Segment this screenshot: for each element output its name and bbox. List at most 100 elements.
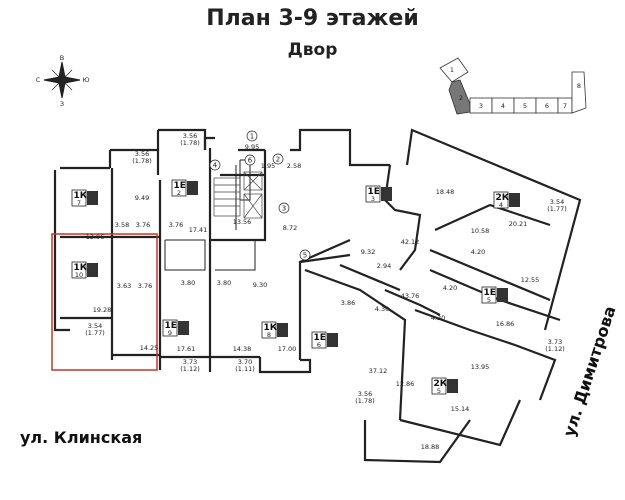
- walls: [53, 128, 582, 464]
- room-area-label: 19.28: [93, 306, 112, 314]
- room-area-label: 9.32: [361, 248, 375, 256]
- room-area-label: 3.73(1.12): [180, 358, 200, 373]
- apartment-badge[interactable]: 1Е2: [171, 179, 198, 197]
- room-area-label: 17.61: [177, 345, 196, 353]
- room-area-label: 18.48: [436, 188, 455, 196]
- room-marker-label: 2: [276, 156, 280, 164]
- room-area-label: 2.58: [287, 162, 301, 170]
- room-area-label: 1.95: [261, 162, 275, 170]
- room-area-label: 3.86: [341, 299, 355, 307]
- room-area-label: 3.56(1.78): [355, 390, 375, 405]
- room-area-label: 18.88: [421, 443, 440, 451]
- apartment-type: 1Е: [174, 181, 186, 191]
- room-area-label: 4.20: [431, 314, 445, 322]
- room-area-label: 4.20: [443, 284, 457, 292]
- room-area-label: 17.41: [189, 226, 208, 234]
- room-area-label: 3.73(1.12): [545, 338, 565, 353]
- apartment-badge[interactable]: 1Е9: [162, 319, 189, 337]
- room-marker-label: 6: [248, 157, 253, 165]
- page-subtitle: Двор: [287, 40, 338, 60]
- apartment-area-table: [327, 333, 338, 347]
- apartment-number: 7: [77, 199, 81, 207]
- apartment-badge[interactable]: 1Е3: [365, 185, 392, 203]
- room-area-label: 9.30: [253, 281, 267, 289]
- key-plan: 1 2 3 4 5 6 7 8: [439, 57, 587, 115]
- room-area-label: 13.56: [233, 218, 252, 226]
- apartment-area-table: [381, 187, 392, 201]
- apartment-badge[interactable]: 1Е5: [481, 286, 508, 304]
- apartment-number: 9: [168, 329, 172, 337]
- key-section: 5: [523, 102, 527, 110]
- compass-east: Ю: [82, 76, 89, 84]
- room-area-label: 4.30: [375, 305, 389, 313]
- apartment-area-table: [87, 191, 98, 205]
- room-marker-label: 4: [213, 162, 218, 170]
- room-area-label: 42.12: [401, 238, 420, 246]
- apartment-badge[interactable]: 1К7: [71, 189, 98, 207]
- apartment-type: 1Е: [484, 288, 496, 298]
- apartment-type: 1Е: [165, 321, 177, 331]
- compass-north: В: [60, 54, 64, 62]
- street-label-left: ул. Клинская: [20, 428, 143, 447]
- room-marker: 6: [244, 154, 256, 166]
- apartment-badge[interactable]: 1К8: [261, 321, 288, 339]
- apartment-badge[interactable]: 1Е6: [311, 331, 338, 349]
- apartment-number: 6: [317, 341, 321, 349]
- apartment-number: 5: [437, 387, 441, 395]
- apartment-area-table: [178, 321, 189, 335]
- room-area-label: 20.21: [509, 220, 528, 228]
- room-area-label: 14.25: [140, 344, 159, 352]
- room-area-label: 3.54(1.77): [547, 198, 567, 213]
- room-area-label: 3.80: [217, 279, 231, 287]
- page-title: План 3-9 этажей: [206, 6, 419, 31]
- room-area-label: 3.58: [115, 221, 129, 229]
- room-marker: 3: [278, 202, 290, 214]
- compass-west: С: [36, 76, 41, 84]
- apartment-number: 8: [267, 331, 271, 339]
- room-marker: 5: [299, 249, 311, 261]
- apartment-type: 2К: [496, 193, 510, 203]
- apartment-area-table: [447, 379, 458, 393]
- room-area-label: 3.63: [117, 282, 131, 290]
- compass-south: З: [60, 100, 64, 108]
- room-area-label: 3.54(1.77): [85, 322, 105, 337]
- room-area-label: 16.86: [496, 320, 515, 328]
- apartment-area-table: [87, 263, 98, 277]
- room-marker-label: 1: [250, 133, 254, 141]
- key-section: 1: [450, 66, 454, 74]
- room-marker: 4: [209, 159, 221, 171]
- apartment-type: 1Е: [368, 187, 380, 197]
- apartment-type: 1Е: [314, 333, 326, 343]
- room-area-label: 3.70(1.11): [235, 358, 255, 373]
- room-marker: 2: [272, 153, 284, 165]
- room-area-label: 12.86: [396, 380, 415, 388]
- room-area-label: 12.96: [86, 233, 105, 241]
- key-section: 3: [479, 102, 483, 110]
- room-area-label: 2.94: [377, 262, 391, 270]
- room-area-label: 4.20: [471, 248, 485, 256]
- apartment-badge[interactable]: 2К5: [431, 377, 458, 395]
- room-area-label: 13.95: [471, 363, 490, 371]
- apartment-type: 2К: [434, 379, 448, 389]
- stairwell-icon: [213, 177, 241, 217]
- selected-apartment-highlight[interactable]: [51, 233, 158, 371]
- key-section: 7: [563, 102, 567, 110]
- apartment-area-table: [509, 193, 520, 207]
- room-marker-label: 5: [303, 252, 307, 260]
- room-area-label: 12.55: [521, 276, 540, 284]
- room-area-label: 15.14: [451, 405, 470, 413]
- room-area-label: 9.95: [245, 143, 259, 151]
- apartment-badge[interactable]: 2К4: [493, 191, 520, 209]
- key-section: 2: [459, 94, 463, 102]
- room-area-label: 37.12: [369, 367, 388, 375]
- apartment-area-table: [187, 181, 198, 195]
- key-section: 4: [501, 102, 505, 110]
- elevator-icon: [243, 171, 263, 219]
- room-area-label: 8.72: [283, 224, 297, 232]
- room-area-label: 3.76: [136, 221, 150, 229]
- room-area-label: 3.56(1.78): [180, 132, 200, 147]
- room-area-label: 3.56(1.78): [132, 150, 152, 165]
